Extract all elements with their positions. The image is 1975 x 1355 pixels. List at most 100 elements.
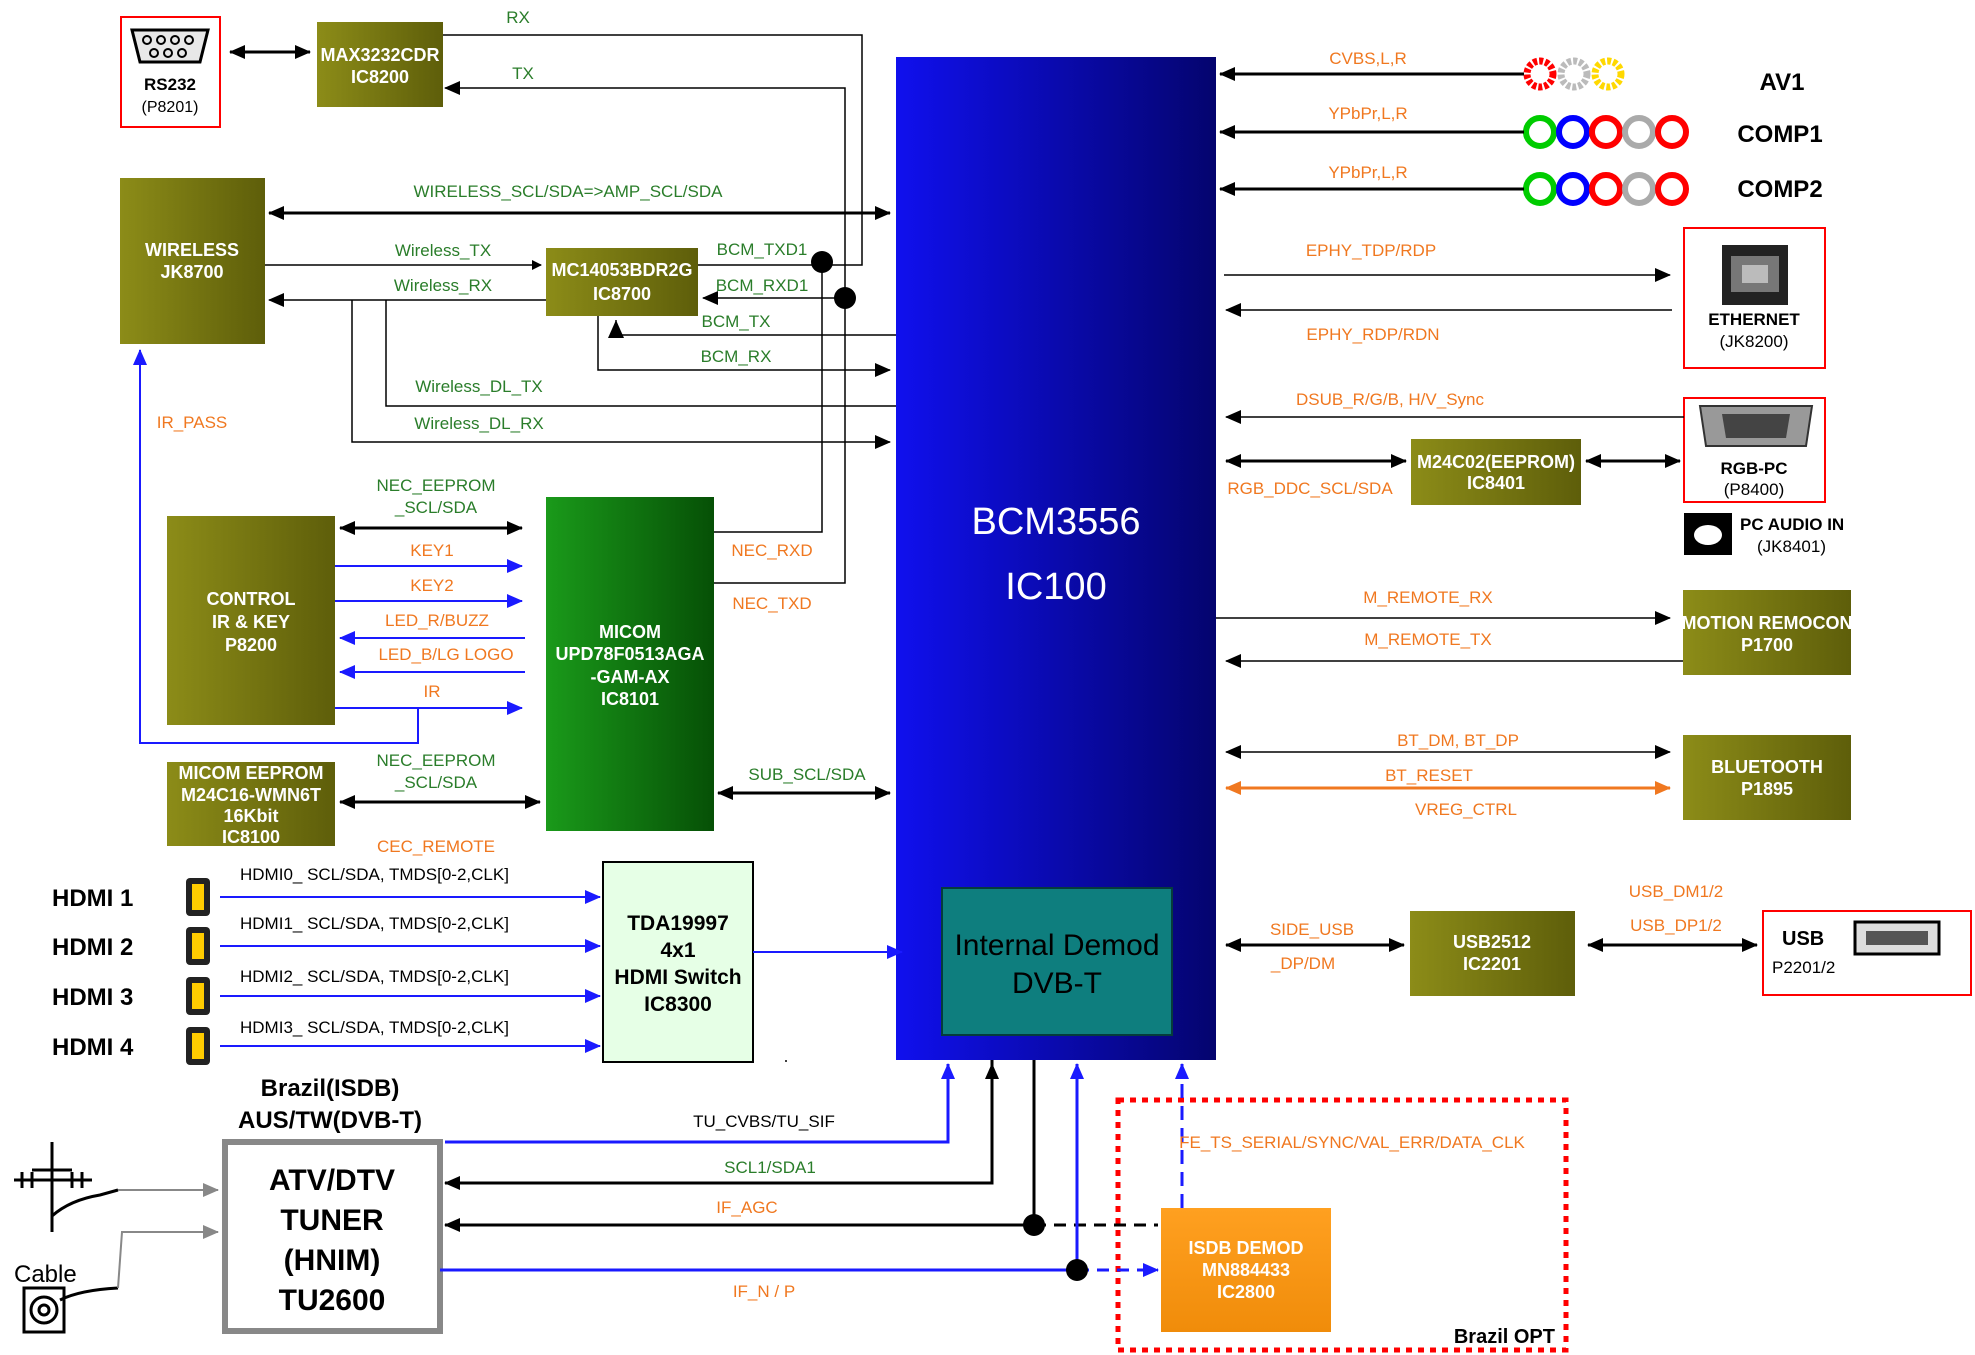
bcm-tx-arrowhead [608,320,624,338]
rs232-ref: (P8201) [142,99,199,116]
control-name: CONTROL [207,589,296,609]
m24c02-ref: IC8401 [1467,473,1525,493]
sig-ypbpr1: YPbPr,L,R [1328,104,1407,123]
bluetooth-ref: P1895 [1741,779,1793,799]
sig-nec-eeprom2-a: NEC_EEPROM [376,751,495,770]
sig-side-usb-a: SIDE_USB [1270,920,1354,939]
tuner-region-2: AUS/TW(DVB-T) [238,1107,422,1134]
rgbpc-name: RGB-PC [1720,459,1787,478]
comp2-rca [1523,172,1689,206]
wireless-block: WIRELESS JK8700 [120,178,265,344]
internal-demod-sub: DVB-T [1012,967,1102,1000]
sig-side-usb-b: _DP/DM [1270,954,1335,973]
usb-ref: P2201/2 [1772,958,1835,977]
sig-key1: KEY1 [410,541,453,560]
tuner-region-1: Brazil(ISDB) [261,1075,400,1102]
micom-eeprom-block: MICOM EEPROM M24C16-WMN6T 16Kbit IC8100 [167,762,335,847]
hdmi-port-icon [186,977,210,1015]
pcaudio-name: PC AUDIO IN [1740,515,1844,534]
sig-bcm-txd1: BCM_TXD1 [717,240,808,259]
max3232-block: MAX3232CDR IC8200 [317,22,443,107]
comp1-rca [1523,115,1689,149]
av1-label: AV1 [1760,69,1805,96]
sig-wireless-rx: Wireless_RX [394,276,492,295]
bluetooth-name: BLUETOOTH [1711,757,1823,777]
sig-vreg: VREG_CTRL [1415,800,1517,819]
sig-hdmi2: HDMI2_ SCL/SDA, TMDS[0-2,CLK] [240,967,509,986]
sig-if-agc: IF_AGC [716,1198,777,1217]
sig-bt-reset: BT_RESET [1385,766,1473,785]
blue-wires [133,349,1189,1277]
hdmi-switch-part: TDA19997 [627,912,729,935]
sig-ephy-tdp: EPHY_TDP/RDP [1306,241,1436,260]
sig-nec-eeprom1-b: _SCL/SDA [394,498,478,517]
control-block: CONTROL IR & KEY P8200 [167,516,335,725]
sig-bcm-tx: BCM_TX [702,312,771,331]
usb2512-block: USB2512 IC2201 [1410,911,1575,996]
rca-red-icon [1523,57,1557,91]
hdmi2-label: HDMI 2 [52,934,133,961]
micom-part2: -GAM-AX [591,667,670,687]
hdmi3-label: HDMI 3 [52,984,133,1011]
ethernet-ref: (JK8200) [1720,332,1789,351]
rca-white-icon [1557,57,1591,91]
mc14053-name: MC14053BDR2G [551,260,692,280]
sig-cvbs: CVBS,L,R [1329,49,1406,68]
wireless-name: WIRELESS [145,240,239,260]
sig-bt-dm: BT_DM, BT_DP [1397,731,1519,750]
sig-rx: RX [506,8,530,27]
junction-dots [811,251,1088,1281]
rs232-connector: RS232 (P8201) [120,16,221,128]
sig-fe-ts: FE_TS_SERIAL/SYNC/VAL_ERR/DATA_CLK [1179,1133,1525,1152]
sig-key2: KEY2 [410,576,453,595]
motion-ref: P1700 [1741,635,1793,655]
micom-part: UPD78F0513AGA [555,644,704,664]
internal-demod-block: Internal Demod DVB-T [941,887,1173,1036]
ethernet-name: ETHERNET [1708,310,1800,329]
internal-demod-name: Internal Demod [954,929,1159,962]
micom-eeprom-ref: IC8100 [222,827,280,847]
pcaudio-ref: (JK8401) [1757,537,1826,556]
sig-bcm-rx: BCM_RX [701,347,772,366]
sig-ir-pass: IR_PASS [157,413,228,432]
sig-hdmi1: HDMI1_ SCL/SDA, TMDS[0-2,CLK] [240,914,509,933]
tuner-line1: ATV/DTV [269,1164,395,1197]
isdb-demod-block: ISDB DEMOD MN884433 IC2800 [1161,1208,1331,1332]
motion-remocon-block: MOTION REMOCON P1700 [1682,590,1853,675]
hdmi-connectors [186,878,210,1065]
bcm-ref: IC100 [1005,566,1106,608]
control-sub: IR & KEY [212,612,290,632]
hdmi-port-icon [186,927,210,965]
wires [229,34,1758,1232]
sig-bcm-rxd1: BCM_RXD1 [716,276,809,295]
tuner-line3: (HNIM) [284,1244,381,1277]
rca-yellow-icon [1591,57,1625,91]
sig-cec: CEC_REMOTE [377,837,495,856]
sig-nec-txd: NEC_TXD [732,594,811,613]
sig-hdmi0: HDMI0_ SCL/SDA, TMDS[0-2,CLK] [240,865,509,884]
sig-ephy-rdp: EPHY_RDP/RDN [1306,325,1439,344]
hdmi-port-icon [186,878,210,916]
m24c02-name: M24C02(EEPROM) [1417,452,1575,472]
cable-label: Cable [14,1261,77,1288]
max3232-name: MAX3232CDR [320,45,439,65]
sig-hdmi3: HDMI3_ SCL/SDA, TMDS[0-2,CLK] [240,1018,509,1037]
sig-tx: TX [512,64,534,83]
comp2-label: COMP2 [1737,176,1822,203]
sig-if-np: IF_N / P [733,1282,795,1301]
usb-connector: USB P2201/2 [1762,910,1972,996]
micom-ref: IC8101 [601,689,659,709]
sig-wireless-dl-tx: Wireless_DL_TX [415,377,543,396]
wireless-ref: JK8700 [160,262,223,282]
sig-usb-dp: USB_DP1/2 [1630,916,1722,935]
isdb-ref: IC2800 [1217,1282,1275,1302]
mc14053-block: MC14053BDR2G IC8700 [546,248,698,316]
usb2512-name: USB2512 [1453,932,1531,952]
micom-eeprom-name: MICOM EEPROM [178,763,323,783]
av1-rca [1523,57,1625,91]
micom-name: MICOM [599,622,661,642]
hdmi-switch-name: HDMI Switch [614,966,741,989]
sig-ir: IR [424,682,441,701]
antenna-icon [14,1142,119,1232]
